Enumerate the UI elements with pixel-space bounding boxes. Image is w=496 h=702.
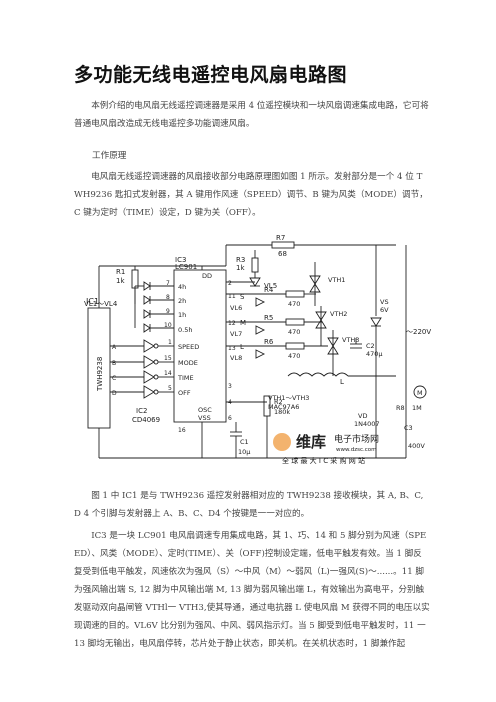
ic3-label: IC3 xyxy=(175,256,186,264)
pin12: 12 xyxy=(228,320,236,327)
vth3-label: VTH3 xyxy=(342,336,359,344)
pin11: 11 xyxy=(228,293,236,300)
r6-value: 470 xyxy=(288,352,300,360)
vd-value: 1N4007 xyxy=(354,420,380,428)
r7-label: R7 xyxy=(276,234,285,242)
twh-label: TWH9238 xyxy=(96,357,104,392)
m-label: M xyxy=(240,319,246,327)
vth2-label: VTH2 xyxy=(330,310,347,318)
pin3: 3 xyxy=(228,383,232,390)
circuit-schematic: IC1 TWH9238 A B C D R1 1k VL1～VL4 xyxy=(76,226,438,480)
pin14: 14 xyxy=(164,370,172,377)
watermark-url: www.dzsc.com xyxy=(336,447,377,453)
coil-label: L xyxy=(340,378,344,386)
watermark-brand2: 电子市场网 xyxy=(334,433,379,445)
ic3-paragraph: IC3 是一块 LC901 电风扇调速专用集成电路，其 1、巧、14 和 5 脚… xyxy=(74,531,430,649)
pin-a: A xyxy=(112,344,117,351)
r7-value: 68 xyxy=(278,250,287,258)
r2-value: 180k xyxy=(274,408,290,416)
speed-pin: SPEED xyxy=(178,343,199,351)
pin9: 9 xyxy=(166,308,170,315)
osc-pin: OSC xyxy=(198,406,212,414)
vth1-label: VTH1 xyxy=(328,276,345,284)
time-pin: TIME xyxy=(177,374,194,382)
ic2-inverters xyxy=(143,339,174,399)
pin6: 6 xyxy=(228,415,232,422)
intro-paragraph: 本例介绍的电风扇无线遥控调速器是采用 4 位遥控模块和一块风扇调速集成电路，它可… xyxy=(74,101,429,129)
led-ladder xyxy=(134,281,174,333)
mode-pin: MODE xyxy=(178,359,198,367)
vl5-label: VL5 xyxy=(264,282,277,290)
c3-value: 400V xyxy=(408,442,425,450)
r8-label: R8 xyxy=(396,404,405,412)
r5-label: R5 xyxy=(264,314,273,322)
pin5: 5 xyxy=(168,385,172,392)
l-label: L xyxy=(240,343,244,351)
vs-label: VS xyxy=(380,298,389,306)
section-heading: 工作原理 xyxy=(92,151,127,161)
reactor-coil xyxy=(287,372,349,377)
vl8-label: VL8 xyxy=(230,354,242,362)
ac-label: ～220V xyxy=(406,328,431,336)
motor-symbol xyxy=(413,385,427,399)
pin15: 15 xyxy=(164,355,172,362)
c2-value: 470μ xyxy=(366,350,383,358)
watermark-brand: 维库 xyxy=(296,433,326,451)
figure-caption: 图 1 中 IC1 是与 TWH9236 遥控发射器相对应的 TWH9238 接… xyxy=(74,491,424,519)
pin-d: D xyxy=(112,390,117,397)
r2-label: R2 xyxy=(274,398,283,406)
vl6-label: VL6 xyxy=(230,304,242,312)
c1-value: 10μ xyxy=(238,448,250,456)
cd4069-label: CD4069 xyxy=(132,416,160,424)
pin16: 16 xyxy=(178,427,186,434)
pin8: 8 xyxy=(166,294,170,301)
s-label: S xyxy=(240,293,245,301)
watermark-slogan: 全 球 最 大 I C 采 购 网 站 xyxy=(282,456,365,465)
ic1-label: IC1 xyxy=(86,297,99,306)
pin4: 4 xyxy=(228,399,232,406)
r4-value: 470 xyxy=(288,300,300,308)
off-pin: OFF xyxy=(178,389,191,397)
p4h: 4h xyxy=(178,283,186,291)
pin-b: B xyxy=(112,360,116,367)
principle-paragraph: 电风扇无线遥控调速器的风扇接收部分电路原理图如图 1 所示。发射部分是一个 4 … xyxy=(74,172,428,218)
motor-label: M xyxy=(417,389,423,397)
p05h: 0.5h xyxy=(178,326,192,334)
r4-label: R4 xyxy=(264,286,274,294)
triacs xyxy=(309,262,339,376)
c1-label: C1 xyxy=(240,438,249,446)
vl7-label: VL7 xyxy=(230,330,242,338)
pin-c: C xyxy=(112,375,116,382)
r1-label: R1 xyxy=(116,268,125,276)
vs-value: 6V xyxy=(380,306,389,314)
pin13: 13 xyxy=(228,345,236,352)
c2-label: C2 xyxy=(366,342,375,350)
ic2-label: IC2 xyxy=(136,407,147,415)
mac-note: MAC97A6 xyxy=(268,403,299,411)
p1h: 1h xyxy=(178,311,186,319)
pin10: 10 xyxy=(164,322,172,329)
vss-pin: VSS xyxy=(198,414,211,422)
lc901-label: LC901 xyxy=(175,263,197,271)
pin2: 2 xyxy=(228,280,232,287)
r3-value: 1k xyxy=(236,264,245,272)
dd-label: DD xyxy=(202,272,212,280)
r8-value: 1M xyxy=(412,404,422,412)
r1-value: 1k xyxy=(116,277,125,285)
pin1: 1 xyxy=(168,339,172,346)
r6-label: R6 xyxy=(264,338,274,346)
vd-label: VD xyxy=(358,412,367,420)
c3-label: C3 xyxy=(404,424,413,432)
pin7: 7 xyxy=(166,280,170,287)
vl-label: VL1～VL4 xyxy=(84,300,118,308)
page-title: 多功能无线电遥控电风扇电路图 xyxy=(74,64,348,86)
schematic-svg: IC1 TWH9238 A B C D R1 1k VL1～VL4 xyxy=(84,234,431,465)
r5-value: 470 xyxy=(288,328,300,336)
r3-label: R3 xyxy=(236,256,245,264)
p2h: 2h xyxy=(178,297,186,305)
watermark-logo: 维库 电子市场网 www.dzsc.com 全 球 最 大 I C 采 购 网 … xyxy=(273,433,379,465)
vth-note: VTH1～VTH3 xyxy=(268,394,309,402)
